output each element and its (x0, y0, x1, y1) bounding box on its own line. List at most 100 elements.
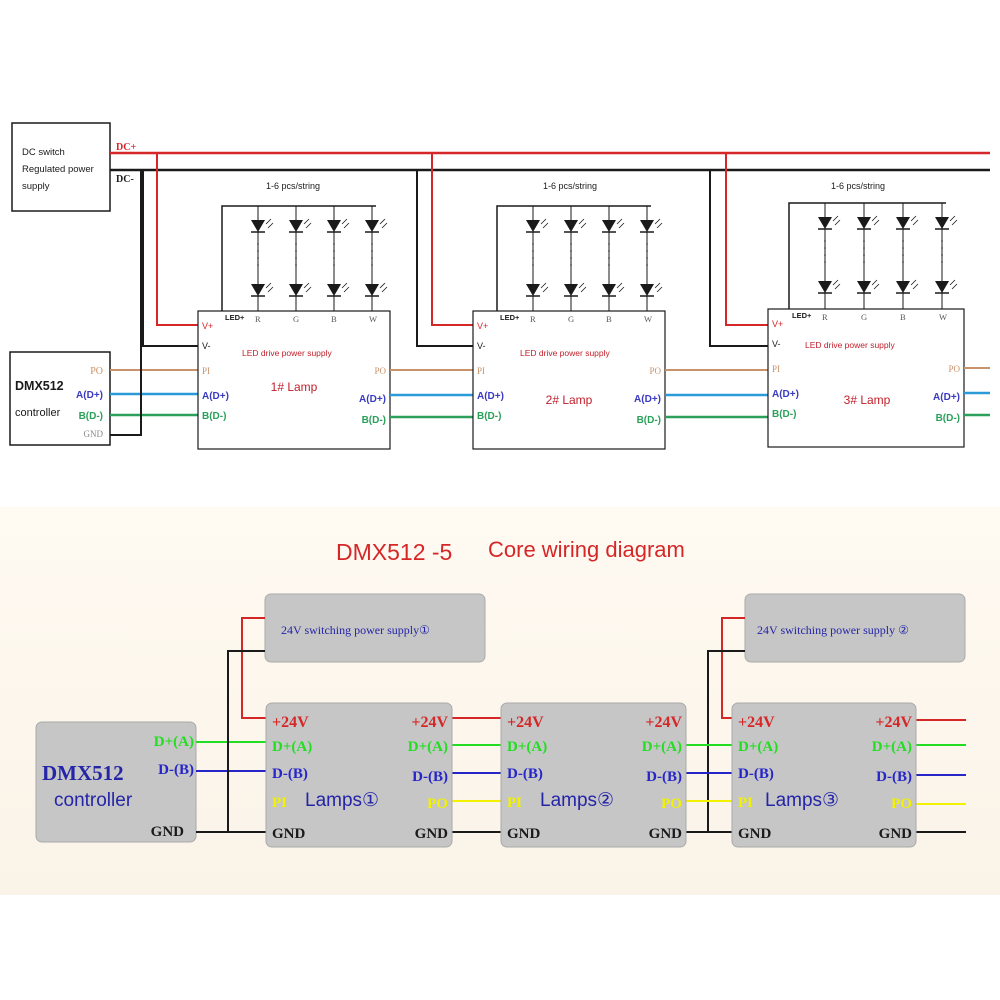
bottom-lamp-box-3: +24VD+(A)D-(B)PIGND+24VD+(A)D-(B)POGNDLa… (731, 702, 917, 848)
pin-b-label: B(D-) (772, 409, 796, 420)
channel-label-g: G (861, 312, 867, 322)
string-continuation-dot (941, 240, 943, 242)
pin-dminus-out: D-(B) (412, 769, 448, 785)
string-continuation-dot (295, 264, 297, 266)
led-emission-arrow (578, 218, 585, 225)
led-emission-arrow (616, 218, 623, 225)
led-plus-label: LED+ (792, 311, 812, 320)
vplus-feed-wire (725, 153, 768, 326)
controller-subtitle: controller (15, 407, 61, 419)
led-diode-icon (365, 220, 379, 232)
dmx-controller-box (9, 351, 111, 446)
pin-gnd-in: GND (738, 826, 772, 842)
bottom-controller-pin-gnd: GND (151, 824, 185, 840)
lamp-label: Lamps② (540, 790, 614, 811)
led-diode-icon (251, 284, 265, 296)
pin-gnd-out: GND (415, 826, 449, 842)
led-emission-arrow (542, 222, 549, 229)
led-string-w: W (365, 206, 388, 324)
string-continuation-dot (333, 250, 335, 252)
channel-label-r: R (822, 312, 828, 322)
bottom-lamp-boxes: +24VD+(A)D-(B)PIGND+24VD+(A)D-(B)POGNDLa… (265, 702, 917, 848)
psu1-positive-wire (241, 617, 266, 719)
pin-b-label: B(D-) (477, 411, 501, 422)
dc-minus-label: DC- (116, 174, 134, 185)
psu2-negative-wire (707, 650, 745, 832)
led-driver-box (472, 310, 666, 450)
led-emission-arrow (265, 218, 272, 225)
pin-a-out-label: A(D+) (634, 394, 661, 405)
string-count-label: 1-6 pcs/string (266, 181, 320, 191)
power-supply-1-box (264, 593, 486, 663)
led-diode-icon (327, 220, 341, 232)
led-emission-arrow (580, 286, 587, 293)
pin-a-out-label: A(D+) (933, 392, 960, 403)
pin-gnd-in: GND (507, 826, 541, 842)
psu-label-line-2: Regulated power (22, 164, 94, 175)
dc-plus-label: DC+ (116, 142, 136, 153)
pin-po: PO (891, 796, 912, 812)
pin-vplus-label: V+ (477, 321, 488, 331)
led-emission-arrow (618, 222, 625, 229)
led-diode-icon (526, 284, 540, 296)
led-emission-arrow (305, 286, 312, 293)
led-emission-arrow (832, 215, 839, 222)
led-emission-arrow (381, 286, 388, 293)
pin-b-out-label: B(D-) (362, 415, 386, 426)
led-emission-arrow (578, 282, 585, 289)
string-continuation-dot (824, 247, 826, 249)
lamp-label: 3# Lamp (844, 393, 891, 407)
led-string-g: G (564, 206, 587, 324)
string-continuation-dot (257, 257, 259, 259)
bottom-controller-subtitle: controller (54, 790, 133, 811)
led-emission-arrow (381, 222, 388, 229)
channel-label-g: G (293, 314, 299, 324)
string-continuation-dot (902, 240, 904, 242)
string-continuation-dot (532, 243, 534, 245)
string-continuation-dot (532, 250, 534, 252)
diagram-title-text: Core wiring diagram (488, 537, 685, 562)
string-continuation-dot (608, 264, 610, 266)
string-continuation-dot (371, 243, 373, 245)
led-emission-arrow (910, 215, 917, 222)
led-emission-arrow (303, 282, 310, 289)
pin-a-label: A(D+) (772, 389, 799, 400)
power-supply-2-label: 24V switching power supply ② (757, 623, 909, 637)
string-continuation-dot (257, 243, 259, 245)
pin-gnd-out: GND (879, 826, 913, 842)
channel-label-g: G (568, 314, 574, 324)
pin-po: PO (427, 796, 448, 812)
lamp-box (500, 702, 687, 848)
pin-dminus-in: D-(B) (507, 766, 543, 782)
led-emission-arrow (303, 218, 310, 225)
string-continuation-dot (941, 254, 943, 256)
psu-label-line-3: supply (22, 181, 50, 192)
string-continuation-dot (570, 250, 572, 252)
led-string-b: B (896, 203, 919, 322)
led-emission-arrow (618, 286, 625, 293)
led-emission-arrow (341, 282, 348, 289)
string-continuation-dot (295, 257, 297, 259)
led-emission-arrow (341, 218, 348, 225)
string-continuation-dot (371, 264, 373, 266)
led-emission-arrow (305, 222, 312, 229)
pin-dminus-in: D-(B) (738, 766, 774, 782)
led-emission-arrow (912, 283, 919, 290)
string-continuation-dot (257, 250, 259, 252)
pin-po-label: PO (649, 366, 661, 376)
vplus-feed-wire (156, 153, 198, 326)
pin-po: PO (661, 796, 682, 812)
string-count-label: 1-6 pcs/string (831, 181, 885, 191)
led-emission-arrow (951, 283, 958, 290)
pin-dplus-out: D+(A) (872, 739, 912, 755)
string-continuation-dot (646, 250, 648, 252)
driver-label: LED drive power supply (242, 348, 333, 358)
led-diode-icon (818, 281, 832, 293)
pin-po-label: PO (948, 364, 960, 374)
led-emission-arrow (540, 218, 547, 225)
lamp2-to-lamp3-bus (686, 744, 732, 833)
string-continuation-dot (257, 264, 259, 266)
led-emission-arrow (871, 215, 878, 222)
led-string-b: B (327, 206, 350, 324)
